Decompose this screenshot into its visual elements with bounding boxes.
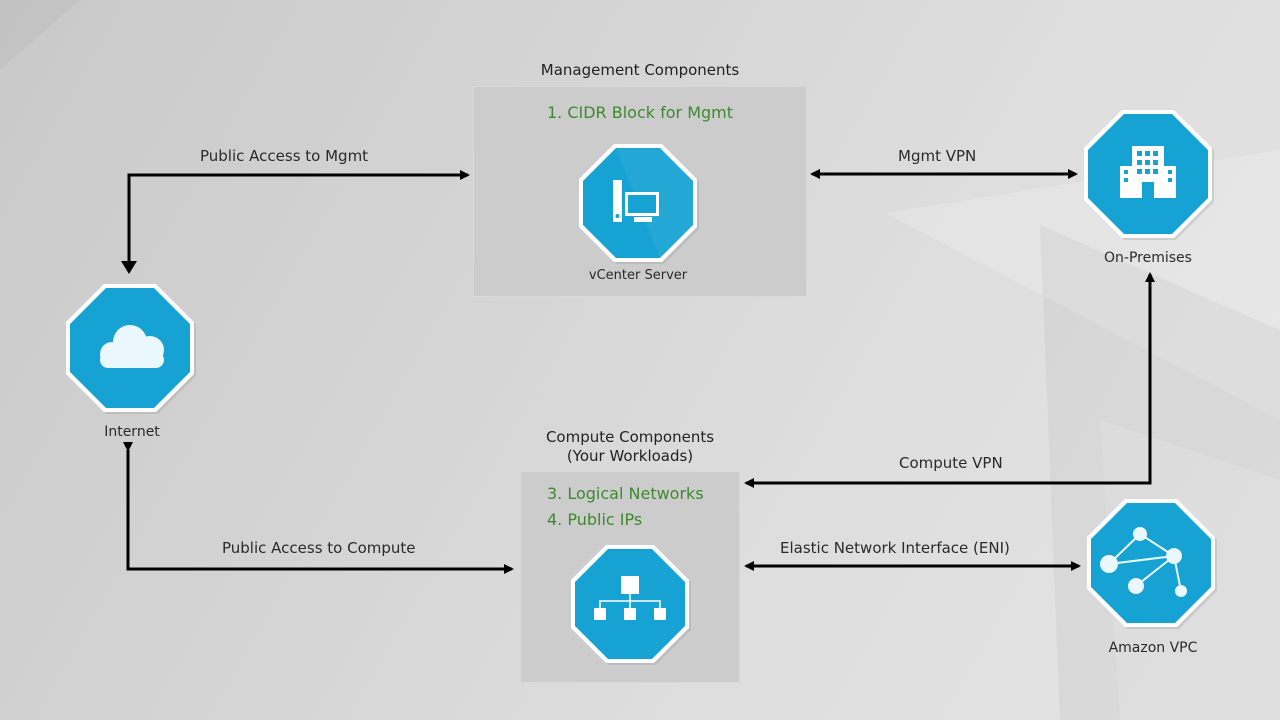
public-mgmt-arrowhead-down: [121, 261, 137, 274]
on-premises-node[interactable]: [1082, 108, 1214, 240]
public-compute-label: Public Access to Compute: [222, 539, 416, 557]
hierarchy-icon: [571, 545, 691, 665]
compute-vpn-arrow: [744, 272, 1155, 488]
network-graph-icon: [1087, 499, 1217, 629]
public-compute-arrow: [123, 442, 514, 574]
internet-node[interactable]: [64, 282, 196, 414]
logical-networks-item: 3. Logical Networks: [547, 484, 704, 503]
public-mgmt-label: Public Access to Mgmt: [200, 147, 369, 165]
cidr-block-item: 1. CIDR Block for Mgmt: [546, 103, 734, 122]
compute-title-line1: Compute Components: [545, 428, 715, 446]
on-premises-label: On-Premises: [1104, 250, 1192, 266]
vcenter-server-label: vCenter Server: [588, 268, 688, 283]
compute-workloads-node[interactable]: [569, 543, 691, 665]
public-ips-item: 4. Public IPs: [547, 510, 643, 529]
cloud-icon: [66, 284, 196, 414]
building-icon: [1084, 110, 1214, 240]
management-components-title: Management Components: [540, 61, 740, 79]
mgmt-vpn-label: Mgmt VPN: [898, 147, 977, 165]
compute-components-title: Compute Components (Your Workloads): [500, 428, 760, 466]
amazon-vpc-label: Amazon VPC: [1108, 640, 1198, 656]
internet-label: Internet: [104, 424, 160, 440]
vcenter-server-node[interactable]: [577, 142, 699, 264]
compute-title-line2: (Your Workloads): [566, 447, 694, 465]
computer-icon: [579, 144, 699, 264]
compute-vpn-label: Compute VPN: [899, 454, 1003, 472]
amazon-vpc-node[interactable]: [1085, 497, 1217, 629]
eni-label: Elastic Network Interface (ENI): [780, 539, 1010, 557]
public-mgmt-arrow: [127, 170, 470, 272]
